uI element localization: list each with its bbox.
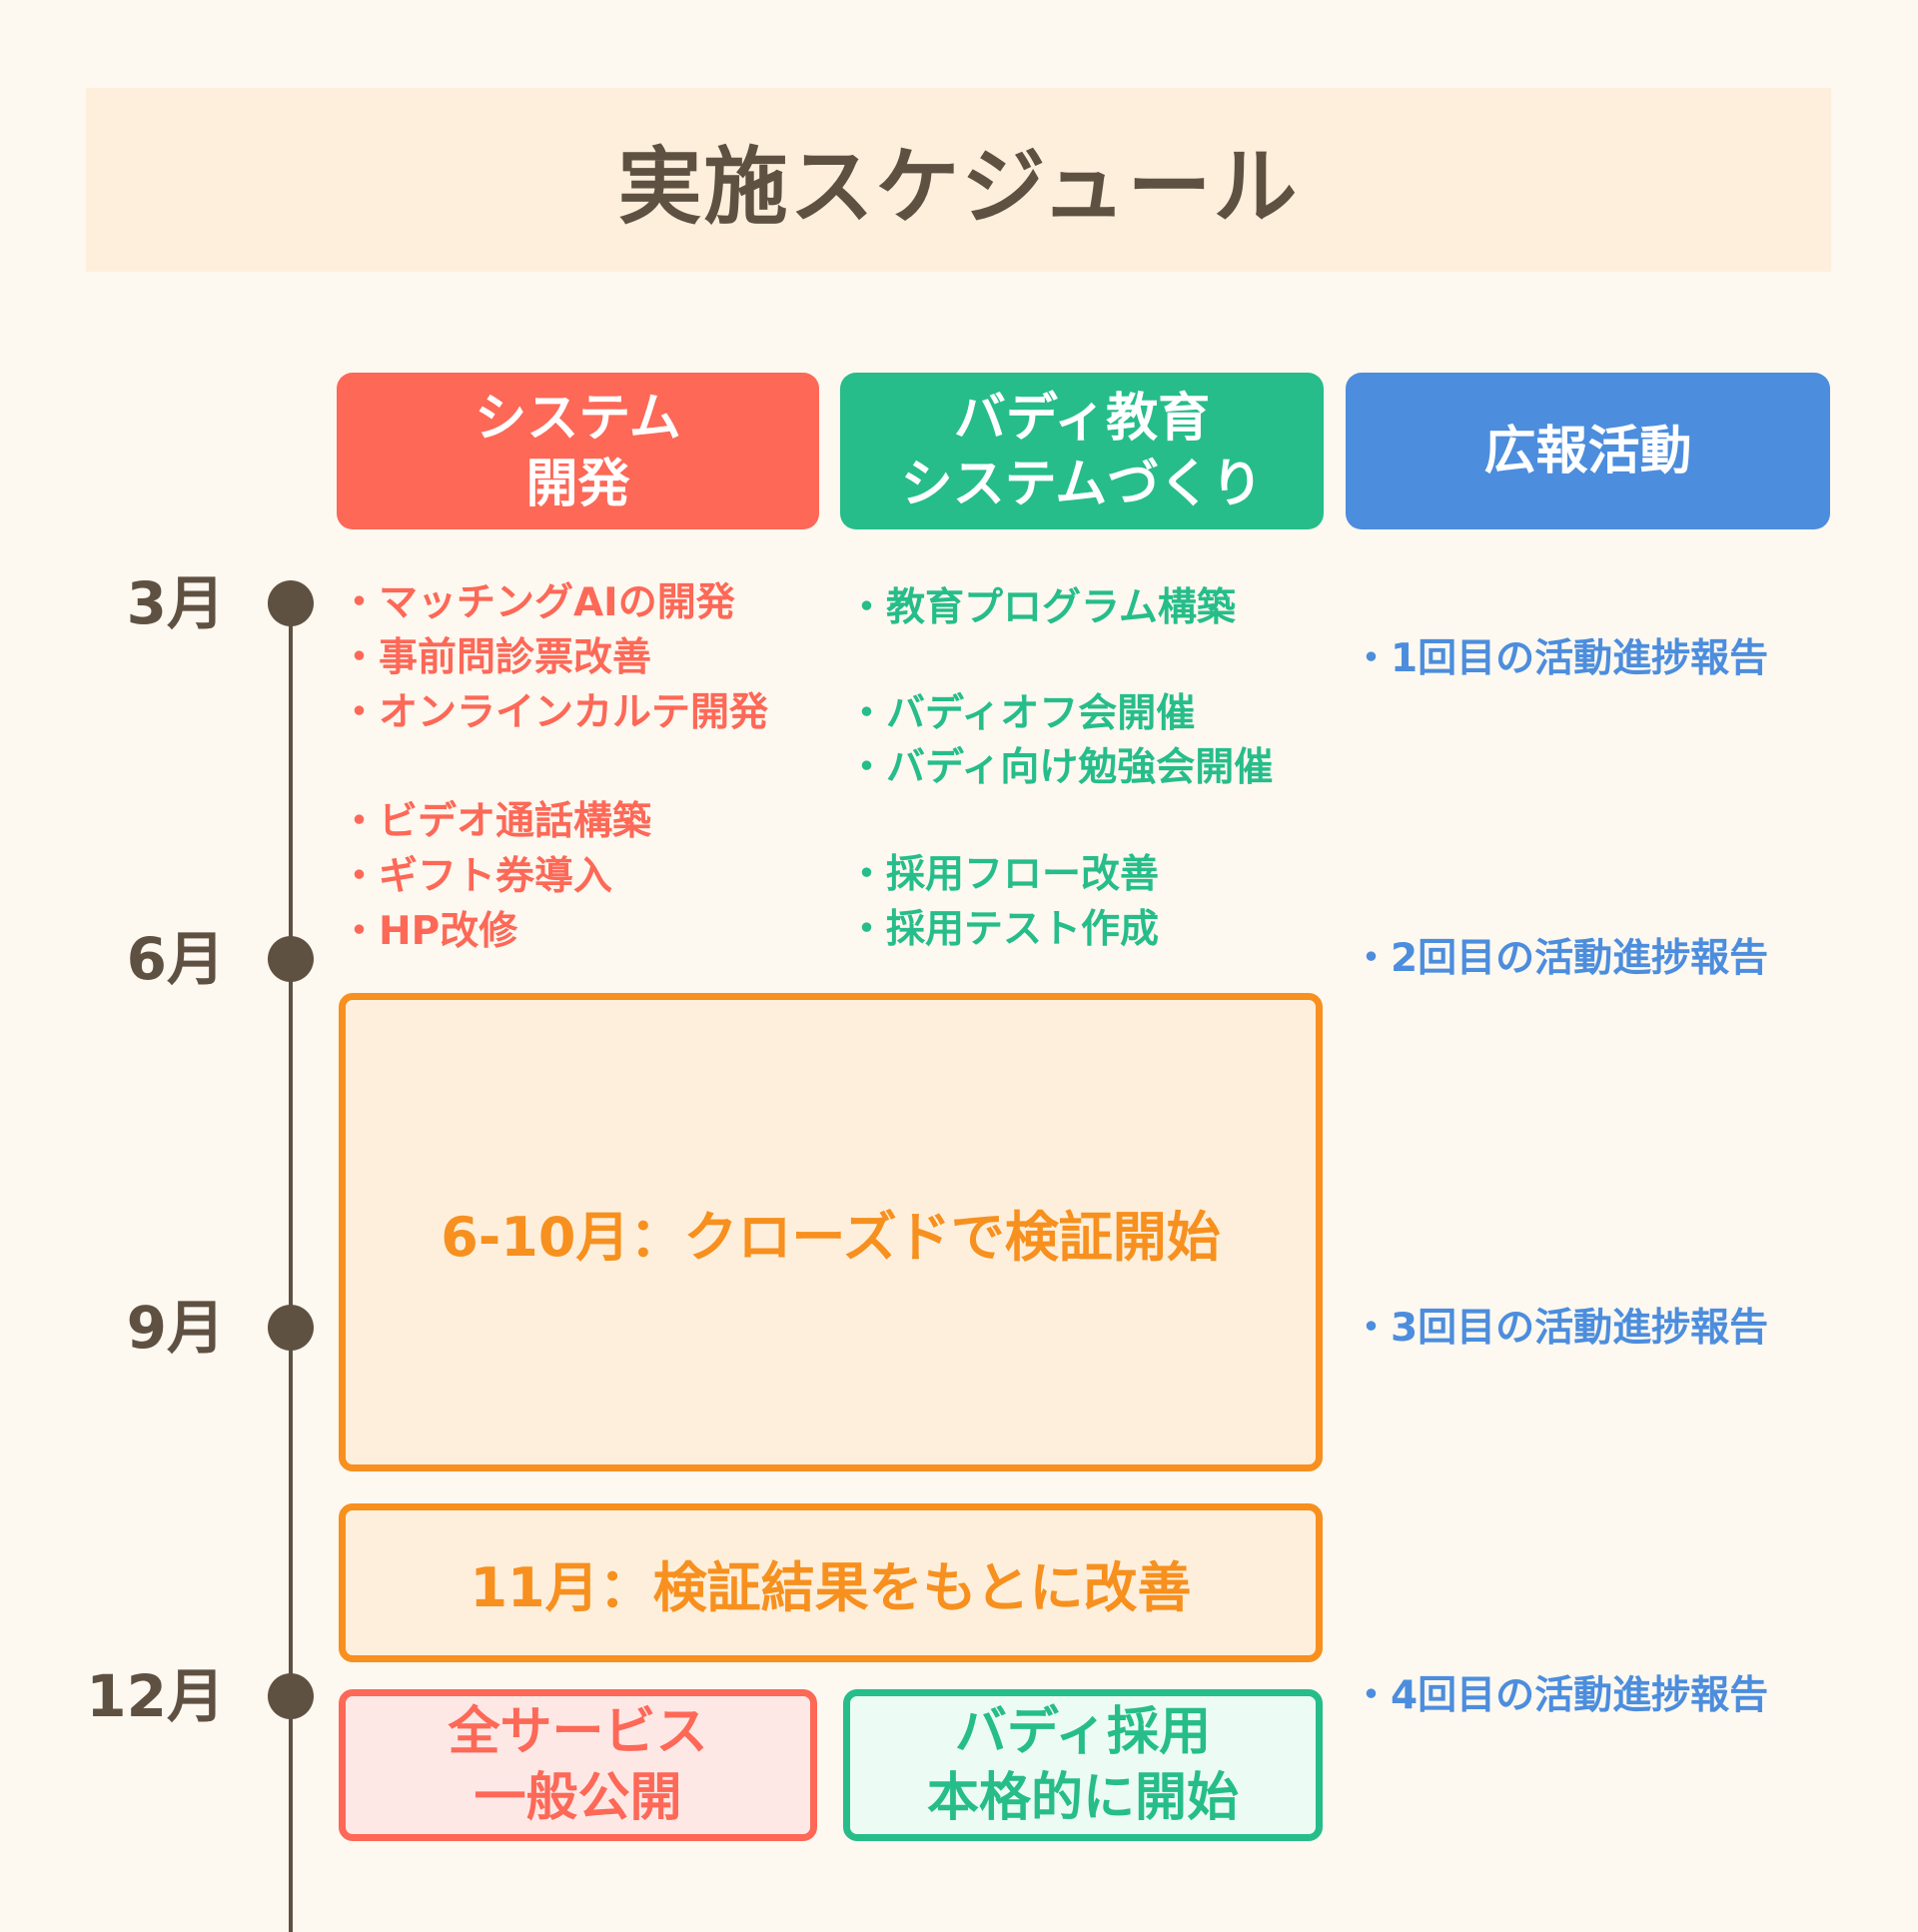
- buddy-hiring-box: バディ採用本格的に開始: [843, 1689, 1323, 1841]
- header-line: システム: [475, 388, 681, 449]
- month-label: 12月: [86, 1662, 225, 1730]
- timeline-dot: [268, 936, 314, 982]
- buddy-item: ・採用フロー改善: [847, 852, 1160, 897]
- improvement-phase: 11月：検証結果をもとに改善: [339, 1503, 1323, 1662]
- month-label: 6月: [126, 925, 225, 993]
- column-header-buddy: バディ教育システムづくり: [840, 373, 1324, 529]
- header-line: バディ教育: [953, 388, 1211, 449]
- closed-test-phase: 6-10月：クローズドで検証開始: [339, 993, 1323, 1471]
- pr-item: ・3回目の活動進捗報告: [1352, 1306, 1769, 1351]
- system-item: ・事前問診票改善: [340, 635, 652, 680]
- buddy-item: ・教育プログラム構築: [847, 585, 1236, 630]
- launch-line: バディ採用: [954, 1702, 1212, 1762]
- column-header-system: システム開発: [337, 373, 819, 529]
- public-launch-box: 全サービス一般公開: [339, 1689, 817, 1841]
- launch-line: 一般公開: [474, 1768, 682, 1828]
- system-item: ・ビデオ通話構築: [340, 799, 652, 844]
- month-label: 3月: [126, 569, 225, 637]
- month-label: 9月: [126, 1294, 225, 1362]
- system-item: ・ギフト券導入: [340, 854, 613, 899]
- timeline-dot: [268, 1305, 314, 1351]
- buddy-item: ・採用テスト作成: [847, 907, 1160, 952]
- buddy-item: ・バディ向け勉強会開催: [847, 745, 1274, 790]
- title-banner: 実施スケジュール: [86, 88, 1831, 272]
- timeline-dot: [268, 580, 314, 626]
- system-item: ・オンラインカルテ開発: [340, 690, 769, 735]
- system-item: ・HP改修: [340, 909, 518, 954]
- pr-item: ・2回目の活動進捗報告: [1352, 936, 1769, 981]
- phase-label: 6-10月：クローズドで検証開始: [441, 1206, 1221, 1269]
- launch-line: 全サービス: [448, 1702, 708, 1762]
- pr-item: ・4回目の活動進捗報告: [1352, 1673, 1769, 1718]
- pr-item: ・1回目の活動進捗報告: [1352, 636, 1769, 681]
- phase-label: 11月：検証結果をもとに改善: [470, 1556, 1192, 1619]
- timeline-dot: [268, 1673, 314, 1719]
- system-item: ・マッチングAIの開発: [340, 580, 735, 625]
- buddy-item: ・バディオフ会開催: [847, 691, 1196, 736]
- header-line: 開発: [525, 454, 630, 514]
- header-line: システムづくり: [900, 454, 1264, 514]
- page-title: 実施スケジュール: [617, 137, 1300, 236]
- timeline-line: [289, 603, 293, 1932]
- launch-line: 本格的に開始: [926, 1768, 1239, 1828]
- header-line: 広報活動: [1483, 421, 1692, 482]
- column-header-pr: 広報活動: [1346, 373, 1830, 529]
